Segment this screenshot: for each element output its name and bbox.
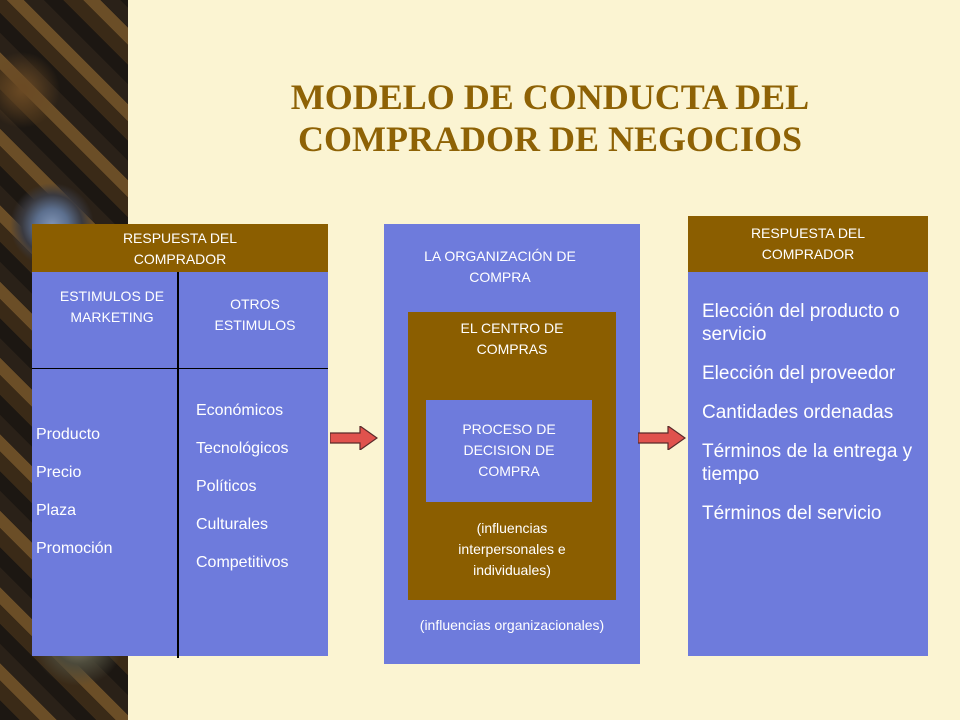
right-arrow-icon (330, 426, 378, 450)
list-item: Elección del producto o servicio (702, 301, 900, 345)
list-item: Económicos (196, 402, 284, 419)
list-item: Competitivos (196, 554, 289, 571)
other-stimuli-header: OTROS ESTIMULOS (182, 294, 328, 336)
marketing-stimuli-header: ESTIMULOS DE MARKETING (32, 286, 192, 328)
list-item: Plaza (36, 502, 77, 519)
process-line-2: DECISION DE (463, 442, 555, 458)
marketing-header-line-2: MARKETING (70, 309, 154, 325)
right-arrow-icon (638, 426, 686, 450)
org-header-line-1: LA ORGANIZACIÓN DE (424, 248, 576, 264)
stimuli-panel-header: RESPUESTA DEL COMPRADOR (32, 224, 328, 272)
interpersonal-influences: (influencias interpersonales e individua… (408, 518, 616, 581)
list-item: Tecnológicos (196, 440, 289, 457)
center-header-line-1: EL CENTRO DE (460, 320, 564, 336)
other-header-line-1: OTROS (230, 296, 280, 312)
buying-center-box: EL CENTRO DE COMPRAS PROCESO DE DECISION… (408, 312, 616, 600)
header-line-1: RESPUESTA DEL (122, 230, 238, 246)
process-line-3: COMPRA (478, 463, 540, 479)
decision-process-box: PROCESO DE DECISION DE COMPRA (426, 400, 592, 502)
buyer-response-panel: RESPUESTA DEL COMPRADOR Elección del pro… (688, 216, 928, 656)
process-line-1: PROCESO DE (462, 421, 556, 437)
list-item: Culturales (196, 516, 269, 533)
list-item: Cantidades ordenadas (702, 402, 894, 423)
list-item: Promoción (36, 540, 113, 557)
list-item: Producto (36, 426, 101, 443)
marketing-stimuli-list: Producto Precio Plaza Promoción (36, 416, 112, 568)
list-item: Elección del proveedor (702, 363, 896, 384)
interpersonal-line-1: (influencias (476, 520, 548, 536)
buyer-response-list: Elección del producto o servicio Elecció… (702, 300, 924, 541)
page-title: MODELO DE CONDUCTA DEL COMPRADOR DE NEGO… (170, 76, 930, 160)
list-item: Términos del servicio (702, 503, 882, 524)
buying-organization-header: LA ORGANIZACIÓN DE COMPRA (384, 246, 616, 288)
response-header-line-2: COMPRADOR (761, 246, 855, 262)
title-line-2: COMPRADOR DE NEGOCIOS (297, 119, 803, 159)
center-header-line-2: COMPRAS (476, 341, 548, 357)
interpersonal-line-3: individuales) (473, 562, 551, 578)
header-line-2: COMPRADOR (133, 251, 227, 267)
list-item: Precio (36, 464, 82, 481)
other-header-line-2: ESTIMULOS (214, 317, 296, 333)
row-divider (32, 368, 328, 369)
list-item: Términos de la entrega y tiempo (702, 441, 913, 485)
response-header-line-1: RESPUESTA DEL (750, 225, 866, 241)
buying-organization-panel: LA ORGANIZACIÓN DE COMPRA EL CENTRO DE C… (384, 224, 640, 664)
organizational-influences: (influencias organizacionales) (419, 617, 605, 633)
list-item: Políticos (196, 478, 257, 495)
stimuli-panel: RESPUESTA DEL COMPRADOR ESTIMULOS DE MAR… (32, 224, 328, 658)
buying-center-header: EL CENTRO DE COMPRAS (408, 318, 616, 360)
buyer-response-header: RESPUESTA DEL COMPRADOR (688, 216, 928, 272)
other-stimuli-list: Económicos Tecnológicos Políticos Cultur… (196, 392, 289, 582)
org-header-line-2: COMPRA (469, 269, 531, 285)
marketing-header-line-1: ESTIMULOS DE (59, 288, 165, 304)
title-line-1: MODELO DE CONDUCTA DEL (290, 77, 810, 117)
interpersonal-line-2: interpersonales e (458, 541, 566, 557)
column-divider (177, 272, 179, 658)
